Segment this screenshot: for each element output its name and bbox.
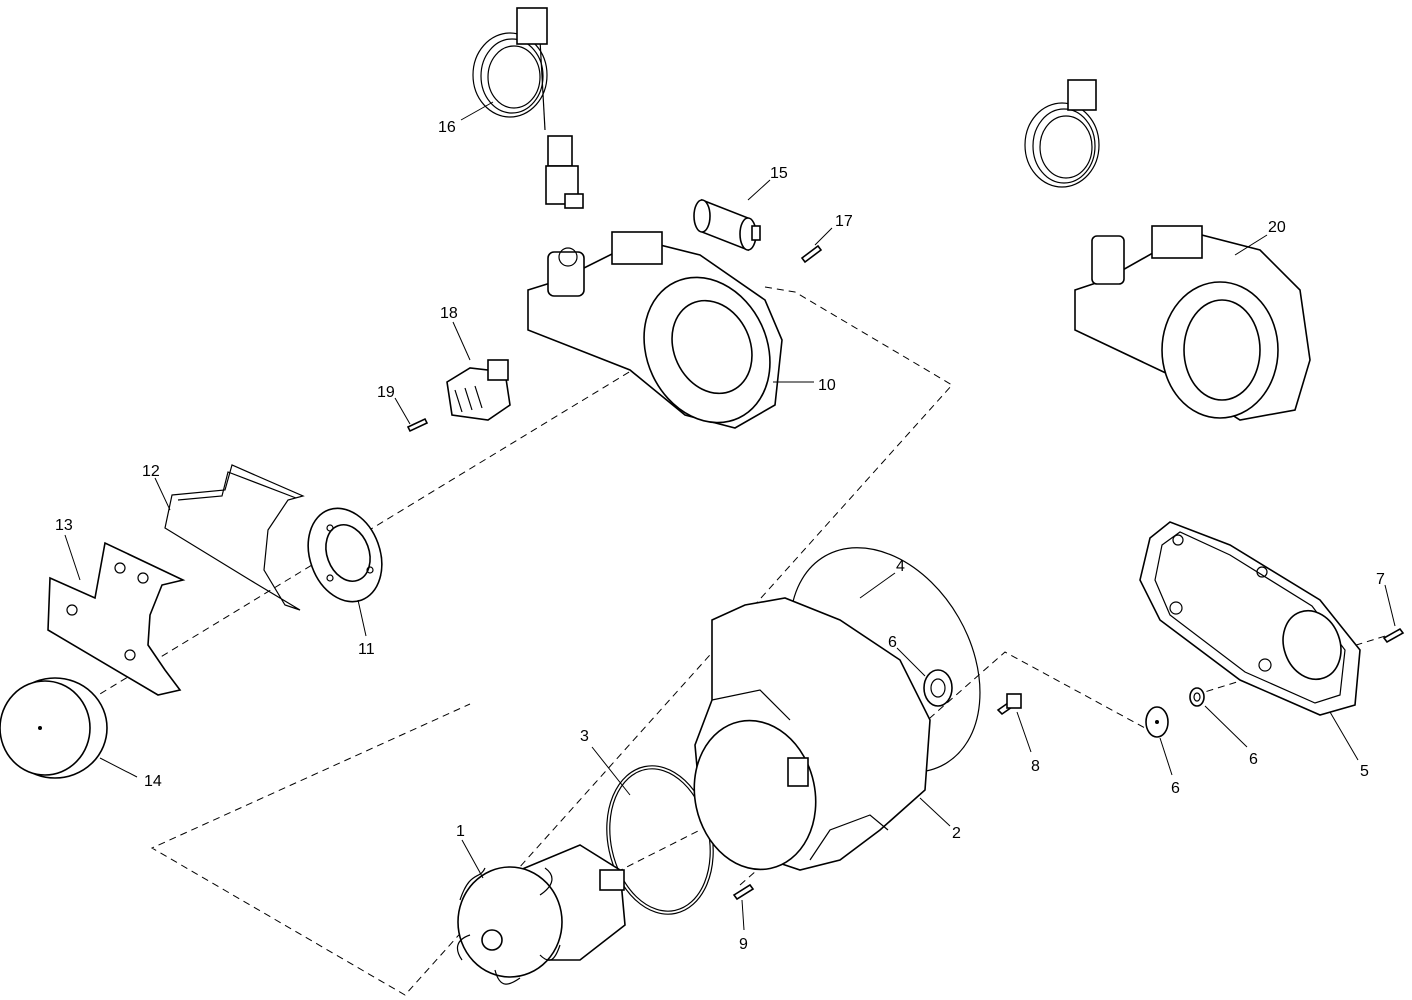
part-6-washer	[1145, 706, 1169, 738]
part-6-gear	[923, 669, 953, 707]
part-15-capacitor	[693, 198, 761, 252]
label-part-7: 7	[1376, 571, 1385, 588]
label-part-20: 20	[1268, 219, 1286, 236]
part-1-motor-impeller	[456, 844, 626, 985]
label-part-13: 13	[55, 517, 73, 534]
assembly-guide-lines	[89, 286, 1396, 996]
label-part-1: 1	[456, 823, 465, 840]
label-part-19: 19	[377, 384, 395, 401]
part-17-screw	[800, 244, 823, 264]
part-20-housing-assembly	[1024, 79, 1311, 421]
part-5-end-cover	[1139, 521, 1361, 716]
label-part-6-nut: 6	[1249, 751, 1258, 768]
label-part-14: 14	[144, 773, 162, 790]
label-part-4: 4	[896, 558, 905, 575]
part-19-screw	[406, 417, 429, 433]
leader-lines	[64, 101, 1396, 931]
part-7-screw	[1382, 627, 1405, 644]
label-part-16: 16	[438, 119, 456, 136]
label-part-5: 5	[1360, 763, 1369, 780]
part-8-bolt	[996, 693, 1022, 716]
label-part-18: 18	[440, 305, 458, 322]
label-part-3: 3	[580, 728, 589, 745]
label-part-12: 12	[142, 463, 160, 480]
label-part-8: 8	[1031, 758, 1040, 775]
label-part-6-gear: 6	[888, 634, 897, 651]
part-16-cable-connector	[472, 7, 584, 209]
part-18-terminal-block	[446, 359, 511, 421]
part-10-housing-cover	[527, 231, 783, 429]
part-14-end-cap	[0, 677, 108, 779]
part-11-ring-adapter	[307, 507, 383, 603]
label-part-2: 2	[952, 825, 961, 842]
label-part-9: 9	[739, 936, 748, 953]
part-13-mounting-plate	[47, 541, 186, 696]
part-9-screw	[732, 883, 755, 901]
label-part-6-washer: 6	[1171, 780, 1180, 797]
part-12-gasket	[164, 464, 305, 611]
part-6-nut	[1189, 687, 1205, 707]
label-part-11: 11	[358, 641, 375, 658]
label-part-15: 15	[770, 165, 788, 182]
label-part-17: 17	[835, 213, 853, 230]
part-2-fan-housing	[693, 597, 931, 871]
part-number-labels: 16 15 17 18 19 10 20 12 13 11 14 4 6 7 8…	[55, 119, 1385, 953]
label-part-10: 10	[818, 377, 836, 394]
